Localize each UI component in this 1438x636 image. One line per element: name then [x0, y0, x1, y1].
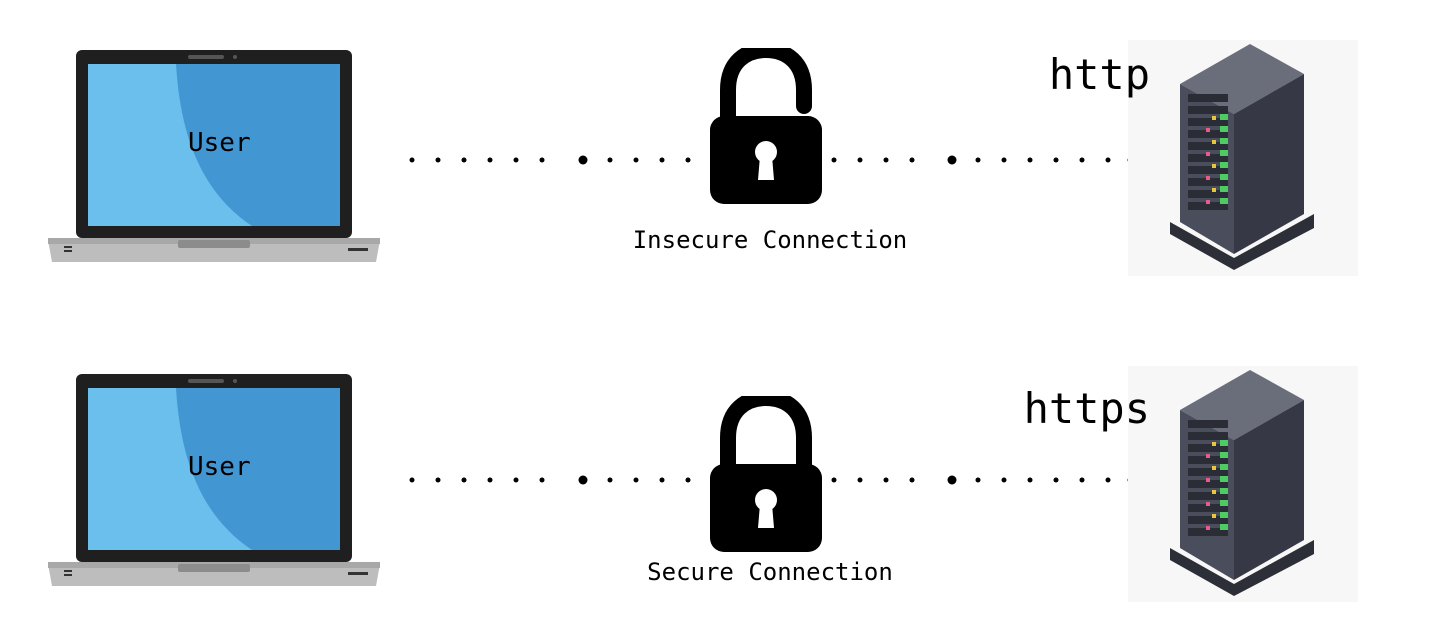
closed-padlock-icon — [702, 389, 828, 554]
laptop-icon: User — [48, 374, 380, 594]
secure-connection-row: User Secure Connection https — [0, 318, 1438, 636]
open-padlock-icon — [702, 41, 828, 206]
protocol-label: http — [1048, 50, 1150, 99]
connection-label: Secure Connection — [647, 558, 893, 586]
laptop-user-label: User — [188, 128, 251, 158]
protocol-label: https — [1023, 384, 1150, 433]
laptop-icon: User — [48, 50, 380, 270]
connection-label: Insecure Connection — [632, 226, 908, 254]
insecure-connection-row: User Insecure Connection http — [48, 41, 1314, 270]
laptop-user-label: User — [188, 452, 251, 482]
connection-dotted-line — [400, 150, 1140, 170]
server-icon — [1170, 370, 1314, 596]
server-icon — [1170, 44, 1314, 270]
